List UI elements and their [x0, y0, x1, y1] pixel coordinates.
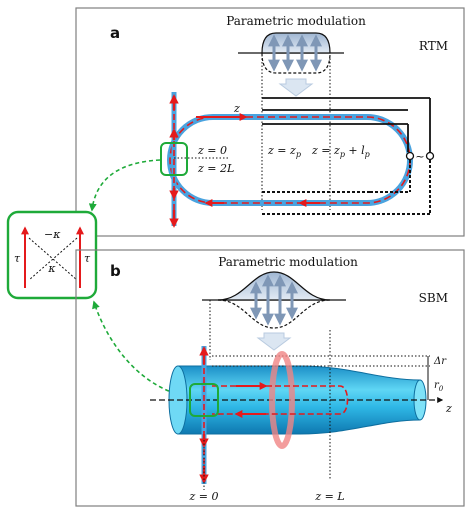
- connector-a: [88, 159, 161, 212]
- label-z-a: z: [233, 102, 240, 115]
- panel-a-tag: RTM: [419, 39, 448, 53]
- pump-pulse-b: [202, 271, 346, 351]
- pump-down-arrow-a: [278, 78, 314, 97]
- pump-ring: [269, 351, 295, 449]
- panel-b-frame: [75, 249, 465, 507]
- label-zp: z = zp: [267, 144, 301, 159]
- inset-tau-right: τ: [84, 252, 91, 265]
- inset-tau-left: τ: [14, 252, 21, 265]
- inset-frame: [6, 210, 98, 300]
- label-z0-b: z = 0: [188, 490, 218, 503]
- panel-b-heading: Parametric modulation: [218, 255, 358, 269]
- panel-b-letter: b: [110, 262, 121, 280]
- racetrack-mode: [169, 116, 411, 204]
- connector-b: [92, 300, 197, 399]
- bottle-mode: [212, 385, 349, 415]
- panel-a-frame: [75, 7, 465, 237]
- panel-a: a Parametric modulation RTM: [75, 7, 465, 237]
- inset-kappa: κ: [47, 262, 56, 275]
- label-r0: r0: [434, 380, 444, 393]
- label-z2l-a: z = 2L: [197, 162, 234, 175]
- panel-b-tag: SBM: [419, 291, 448, 305]
- coupling-box-a: [160, 142, 188, 176]
- panel-b: b Parametric modulation SBM Δr r0 z: [75, 249, 465, 507]
- pump-down-arrow-b: [256, 332, 292, 351]
- coupling-box-b: [189, 383, 219, 417]
- voltage-source: ~: [415, 150, 424, 163]
- pump-pulse-a: [238, 32, 344, 97]
- racetrack-resonator: [167, 114, 413, 206]
- coupling-inset: −κ κ τ τ: [6, 210, 98, 300]
- panel-a-letter: a: [110, 24, 120, 42]
- panel-a-heading: Parametric modulation: [226, 14, 366, 28]
- inset-minus-kappa: −κ: [44, 228, 61, 241]
- label-z-b: z: [445, 402, 452, 415]
- label-zp-lp: z = zp + lp: [311, 144, 370, 159]
- label-z0-a: z = 0: [197, 144, 227, 157]
- label-zl-b: z = L: [314, 490, 344, 503]
- label-delta-r: Δr: [433, 356, 447, 367]
